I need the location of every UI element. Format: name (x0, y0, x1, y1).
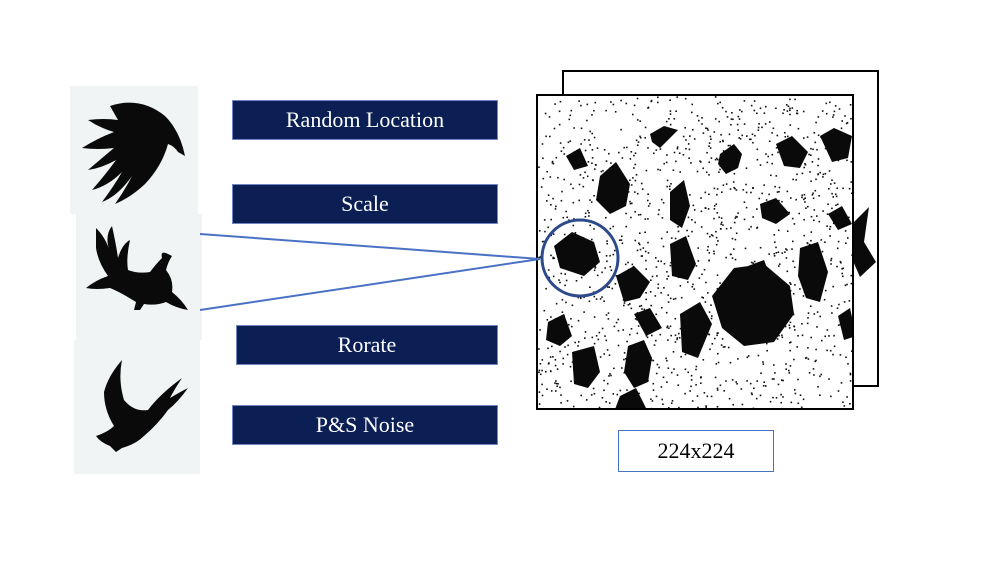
crow-icon (82, 102, 185, 204)
connector-line-top (199, 233, 541, 260)
bird-image-1 (70, 86, 198, 214)
label-ps-noise: P&S Noise (232, 405, 498, 445)
noise-canvas-back (849, 207, 876, 277)
output-frame-front (536, 94, 854, 410)
scattered-birds (546, 126, 852, 408)
label-random-location: Random Location (232, 100, 498, 140)
crow-icon (96, 360, 188, 452)
label-scale: Scale (232, 184, 498, 224)
output-size-label: 224x224 (618, 430, 774, 472)
label-rotate: Rorate (236, 325, 498, 365)
salt-pepper-noise-image (538, 96, 852, 408)
bird-image-3 (74, 340, 200, 474)
connector-line-bottom (199, 258, 541, 311)
bird-image-2 (76, 214, 202, 340)
crow-icon (86, 226, 188, 310)
